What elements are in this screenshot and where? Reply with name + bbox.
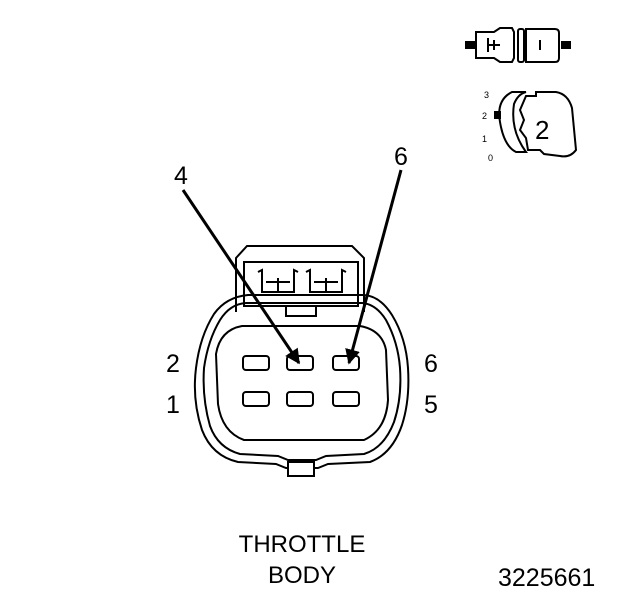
callout-label-right: 6 bbox=[394, 143, 408, 171]
figure-id: 3225661 bbox=[498, 564, 595, 592]
pin-label-top-left: 2 bbox=[166, 350, 180, 378]
connector-mating-icon bbox=[465, 27, 571, 63]
lock-position-icon: 3 2 1 0 2 bbox=[482, 90, 578, 163]
caption-line2: BODY bbox=[268, 562, 336, 589]
callout-label-left: 4 bbox=[174, 162, 188, 190]
lock-selected-value: 2 bbox=[535, 115, 549, 145]
lock-pos-1: 1 bbox=[482, 134, 487, 144]
pin-label-bottom-right: 5 bbox=[424, 391, 438, 419]
caption-line1: THROTTLE bbox=[239, 531, 366, 558]
callout-arrow-right bbox=[345, 169, 403, 365]
lock-pos-3: 3 bbox=[484, 90, 489, 100]
connector-body bbox=[193, 245, 410, 477]
pin-label-bottom-left: 1 bbox=[166, 391, 180, 419]
lock-pos-2: 2 bbox=[482, 111, 487, 121]
pin-label-top-right: 6 bbox=[424, 350, 438, 378]
callout-arrow-left bbox=[181, 189, 301, 365]
lock-pos-0: 0 bbox=[488, 153, 493, 163]
